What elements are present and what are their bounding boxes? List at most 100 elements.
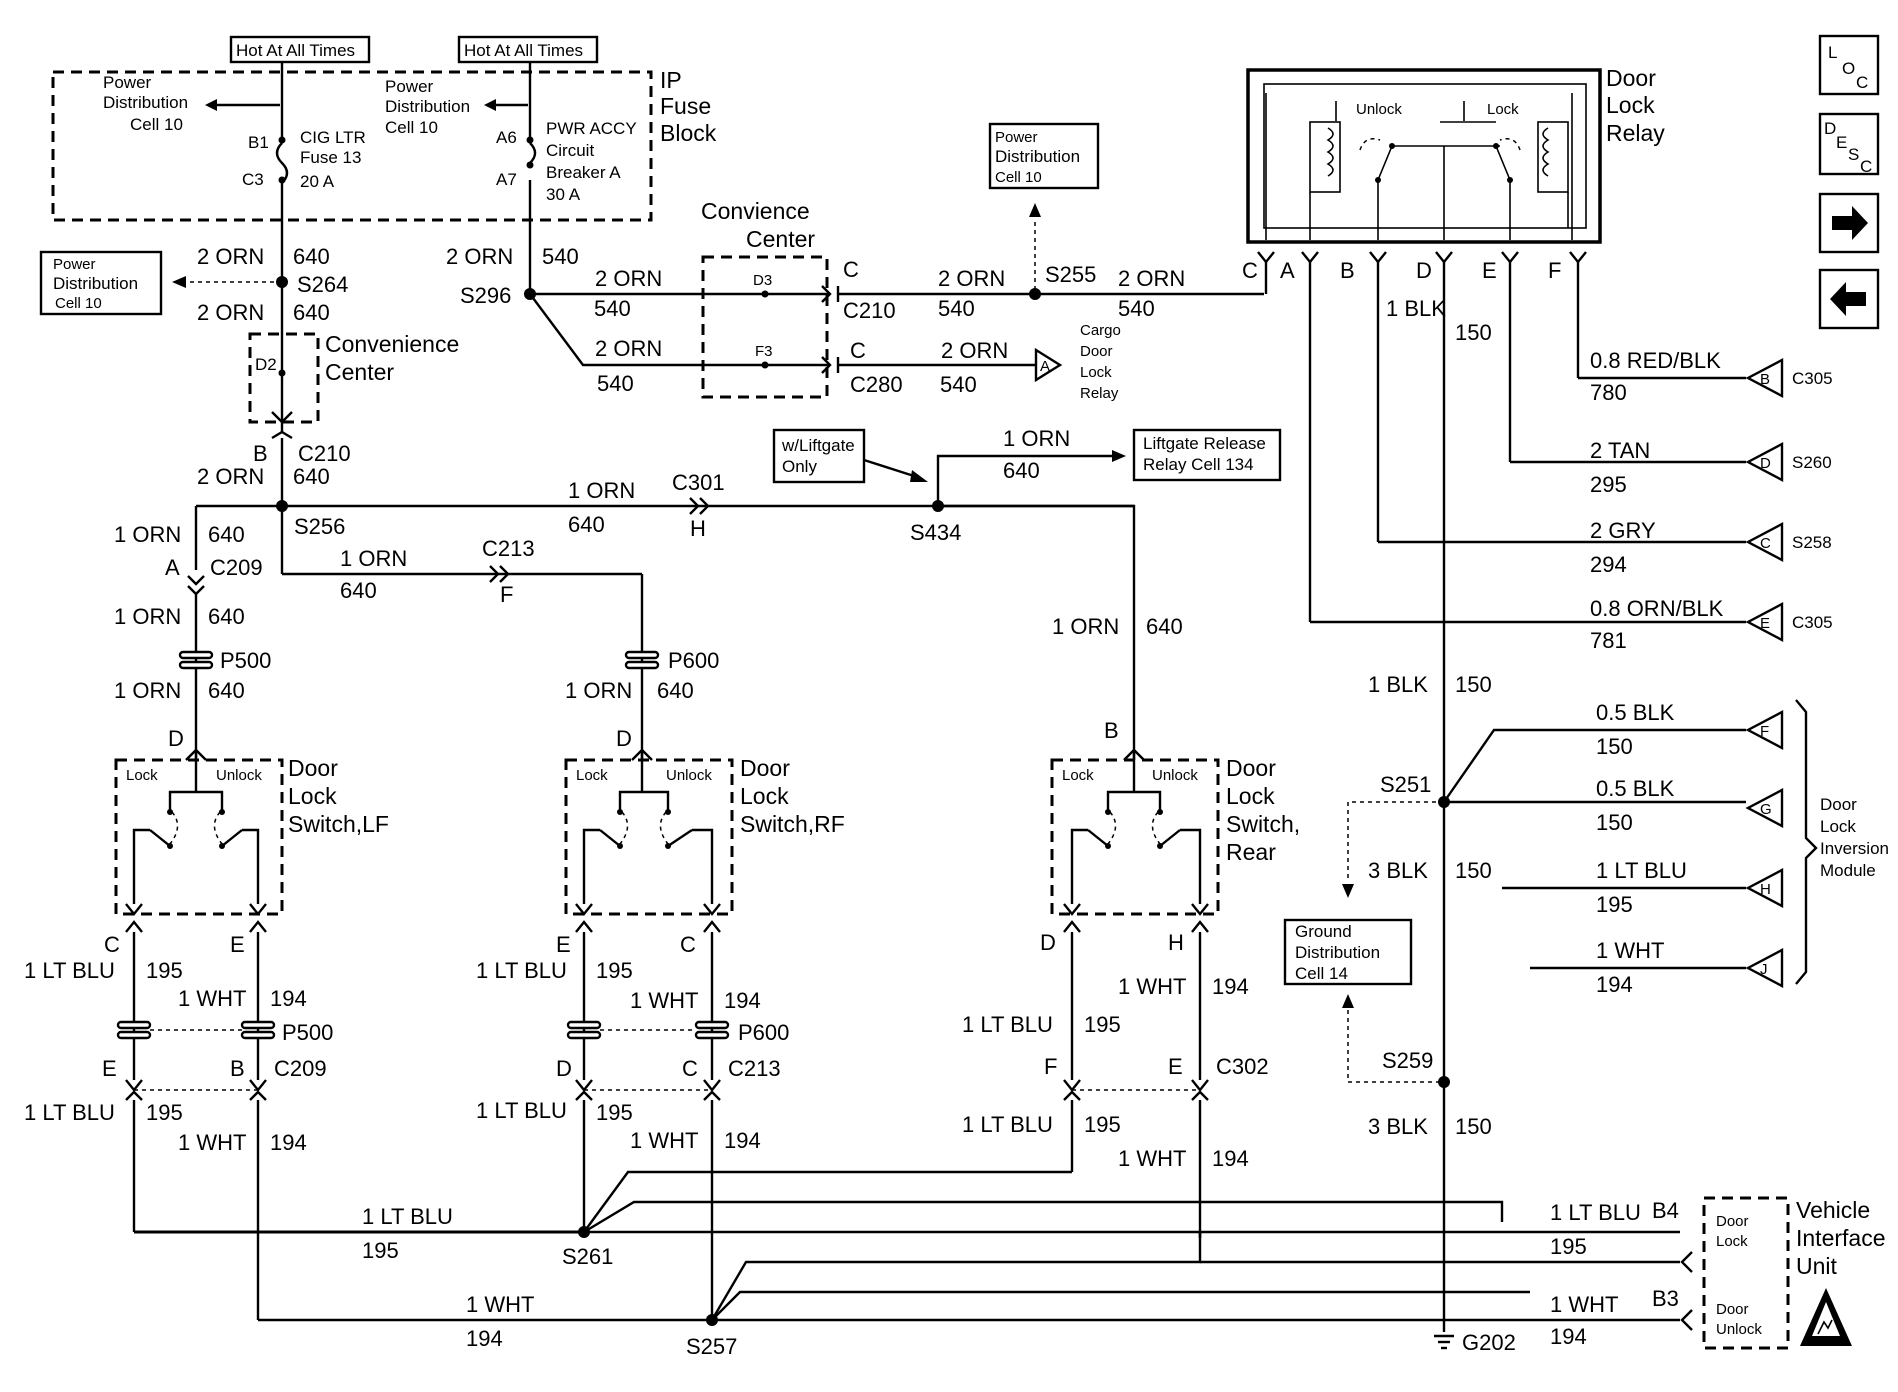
svg-text:Cell 10: Cell 10 [55,295,102,312]
svg-text:F: F [1044,1054,1057,1079]
svg-text:30 A: 30 A [546,185,581,204]
svg-text:1 ORN: 1 ORN [114,604,181,629]
svg-text:150: 150 [1596,810,1633,835]
svg-text:194: 194 [466,1326,503,1351]
svg-text:Relay Cell 134: Relay Cell 134 [1143,455,1254,474]
svg-text:S259: S259 [1382,1048,1433,1073]
svg-text:Door: Door [740,755,790,781]
svg-text:B: B [1104,718,1119,743]
svg-text:150: 150 [1455,858,1492,883]
svg-text:1 LT BLU: 1 LT BLU [1596,858,1687,883]
loc-button[interactable]: L O C [1818,34,1880,96]
forward-arrow-icon[interactable] [1818,192,1880,254]
svg-text:C209: C209 [274,1056,327,1081]
svg-text:640: 640 [1146,614,1183,639]
svg-text:S258: S258 [1792,533,1832,552]
svg-text:1 ORN: 1 ORN [1052,614,1119,639]
svg-text:1 WHT: 1 WHT [178,1130,246,1155]
svg-text:1 WHT: 1 WHT [630,988,698,1013]
svg-text:Lock: Lock [1487,101,1519,118]
svg-text:540: 540 [597,371,634,396]
svg-text:A6: A6 [496,128,517,147]
svg-text:Relay: Relay [1080,385,1119,402]
svg-text:Unlock: Unlock [216,767,262,784]
svg-text:C305: C305 [1792,369,1833,388]
svg-text:E: E [1482,258,1497,283]
svg-text:1 ORN: 1 ORN [565,678,632,703]
svg-text:L: L [1828,43,1837,62]
door-lock-switch-lf: Lock Unlock Door Lock Switch,LF [114,748,389,916]
svg-text:Convenience: Convenience [325,331,459,357]
svg-text:D: D [168,726,184,751]
svg-text:Distribution: Distribution [995,147,1080,166]
svg-text:P600: P600 [668,648,719,673]
svg-text:C213: C213 [482,536,535,561]
power-dist-box-4: Power Distribution Cell 10 [988,122,1100,190]
back-arrow-icon[interactable] [1818,268,1880,330]
svg-text:2 ORN: 2 ORN [446,244,513,269]
svg-text:Liftgate Release: Liftgate Release [1143,434,1266,453]
svg-text:Relay: Relay [1606,120,1665,146]
svg-text:194: 194 [1212,974,1249,999]
svg-text:540: 540 [1118,296,1155,321]
svg-text:C: C [680,932,696,957]
svg-text:D3: D3 [753,272,772,289]
svg-text:640: 640 [293,464,330,489]
svg-text:D: D [1824,119,1836,138]
svg-text:194: 194 [270,1130,307,1155]
svg-text:1 LT BLU: 1 LT BLU [24,1100,115,1125]
svg-text:E: E [1836,133,1847,152]
svg-text:C: C [1760,535,1771,552]
power-dist-box-3: Power Distribution Cell 10 [39,250,163,316]
svg-text:640: 640 [657,678,694,703]
svg-text:540: 540 [594,296,631,321]
svg-text:B3: B3 [1652,1286,1679,1311]
svg-text:1 ORN: 1 ORN [340,546,407,571]
svg-text:Vehicle: Vehicle [1796,1197,1870,1223]
svg-text:Module: Module [1820,861,1876,880]
svg-text:S260: S260 [1792,453,1832,472]
svg-text:2 ORN: 2 ORN [595,336,662,361]
svg-text:C: C [1242,258,1258,283]
desc-button[interactable]: D E S C [1818,112,1880,176]
svg-text:780: 780 [1590,380,1627,405]
svg-text:640: 640 [1003,458,1040,483]
svg-text:0.8 ORN/BLK: 0.8 ORN/BLK [1590,596,1724,621]
svg-text:Interface: Interface [1796,1225,1886,1251]
svg-text:P500: P500 [282,1020,333,1045]
svg-text:O: O [1842,59,1855,78]
svg-text:Lock: Lock [1226,783,1275,809]
liftgate-only-box: w/Liftgate Only [772,428,866,484]
svg-text:Circuit: Circuit [546,141,594,160]
svg-text:Switch,: Switch, [1226,811,1300,837]
svg-text:Door: Door [1606,65,1656,91]
svg-text:H: H [1168,930,1184,955]
svg-text:1 WHT: 1 WHT [178,986,246,1011]
svg-text:C213: C213 [728,1056,781,1081]
svg-text:H: H [1760,881,1771,898]
svg-text:D: D [556,1056,572,1081]
esd-warning-icon [1800,1288,1852,1346]
svg-text:1 LT BLU: 1 LT BLU [476,1098,567,1123]
door-lock-switch-rear: Lock Unlock Door Lock Switch, Rear [1050,748,1300,916]
svg-text:C: C [682,1056,698,1081]
svg-text:C280: C280 [850,372,903,397]
svg-text:Door: Door [1226,755,1276,781]
svg-text:194: 194 [270,986,307,1011]
door-lock-relay: Door Lock Relay Unlock Lock [1246,65,1665,244]
svg-text:F: F [1760,723,1769,740]
svg-text:Lock: Lock [576,767,608,784]
svg-text:B1: B1 [248,133,269,152]
svg-text:195: 195 [596,958,633,983]
svg-text:2 ORN: 2 ORN [197,300,264,325]
svg-text:E: E [1760,615,1770,632]
liftgate-relay-box: Liftgate Release Relay Cell 134 [1132,428,1282,482]
svg-text:Power: Power [385,77,434,96]
svg-text:1 LT BLU: 1 LT BLU [1550,1200,1641,1225]
svg-text:1 LT BLU: 1 LT BLU [24,958,115,983]
svg-text:2 TAN: 2 TAN [1590,438,1650,463]
svg-text:1 ORN: 1 ORN [1003,426,1070,451]
svg-text:P500: P500 [220,648,271,673]
svg-text:C302: C302 [1216,1054,1269,1079]
